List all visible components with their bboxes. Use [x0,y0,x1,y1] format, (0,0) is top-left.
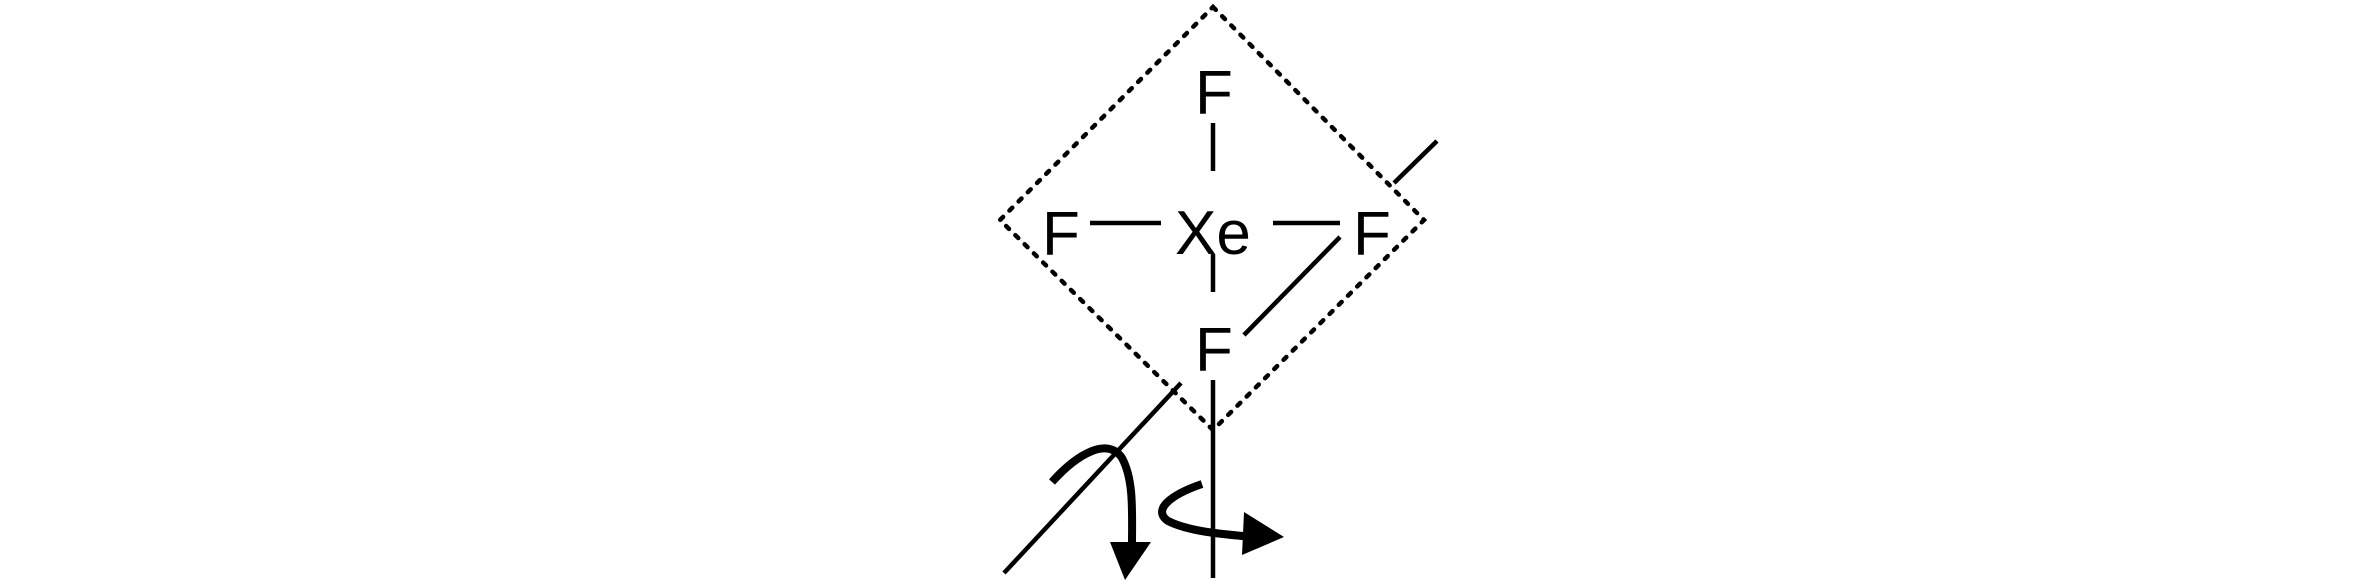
atom-label-central: Xe [1175,199,1251,268]
diagonal-axis-middle [1242,235,1342,337]
diagonal-axis-arrow-head [1110,542,1151,580]
atom-label-f-right: F [1353,200,1391,269]
atom-label-f-left: F [1042,200,1080,269]
principal-axis-rotation-arrow [1158,480,1255,541]
atom-label-f-bottom: F [1195,316,1233,385]
diagonal-axis-lower [1002,381,1183,575]
atom-label-f-top: F [1195,59,1233,128]
principal-axis-arrow-head [1242,512,1284,555]
diagonal-axis-rotation-arrow [1049,444,1137,546]
diagonal-axis-upper [1392,139,1439,185]
